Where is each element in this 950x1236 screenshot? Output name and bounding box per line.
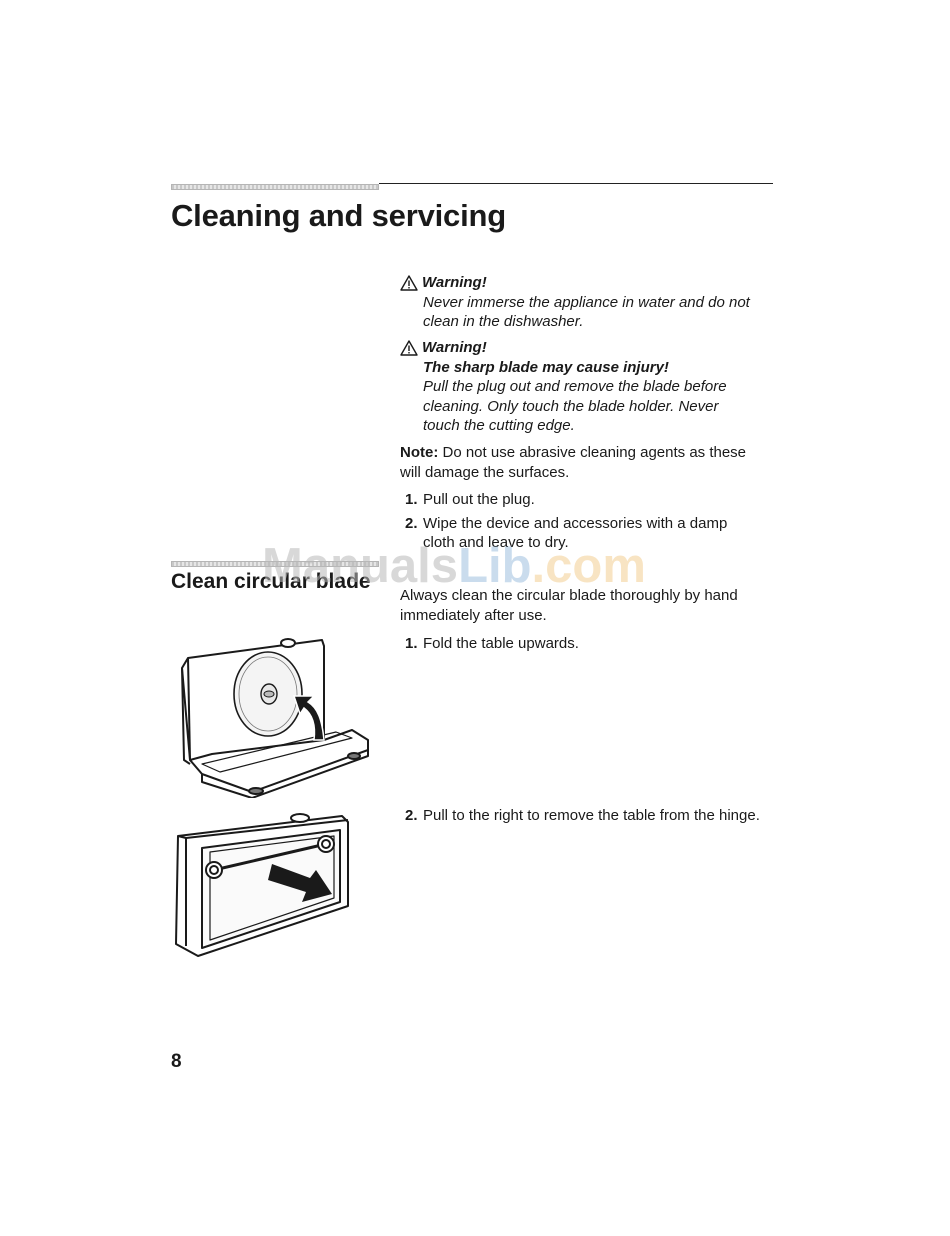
- warning-heading: Warning!: [400, 273, 778, 293]
- list-item: 1. Pull out the plug.: [400, 490, 778, 510]
- title-rule-line: [379, 183, 773, 184]
- section-rule-bar: [171, 561, 379, 567]
- step-text: Fold the table upwards.: [423, 635, 579, 652]
- list-item: 2. Wipe the device and accessories with …: [400, 514, 778, 553]
- page-title: Cleaning and servicing: [171, 198, 506, 233]
- warning-triangle-icon: [400, 275, 418, 291]
- step-number: 2.: [405, 807, 418, 824]
- warning-block-2: Warning! The sharp blade may cause injur…: [400, 338, 778, 436]
- step-text: Pull out the plug.: [423, 491, 535, 508]
- step-number: 1.: [405, 491, 418, 508]
- step-number: 2.: [405, 514, 418, 532]
- section-title: Clean circular blade: [171, 570, 371, 593]
- blade-step-2: 2. Pull to the right to remove the table…: [400, 806, 790, 826]
- watermark: ManualsLib.com: [262, 539, 646, 593]
- slicer-remove-table-illustration: [175, 813, 349, 957]
- section-intro: Always clean the circular blade thorough…: [400, 587, 738, 624]
- step-number: 1.: [405, 635, 418, 652]
- warning-text-line: clean in the dishwasher.: [423, 313, 584, 330]
- title-rule-bar: [171, 184, 379, 190]
- cleaning-steps-list: 1. Pull out the plug. 2. Wipe the device…: [400, 490, 778, 553]
- step-text: cloth and leave to dry.: [423, 534, 569, 551]
- slicer-fold-table-illustration: [181, 638, 369, 798]
- step-text: Wipe the device and accessories with a d…: [423, 514, 728, 532]
- warning-block-1: Warning! Never immerse the appliance in …: [400, 273, 778, 332]
- warning-text-line: cleaning. Only touch the blade holder. N…: [423, 397, 719, 415]
- warning-subheading: The sharp blade may cause injury!: [423, 358, 669, 376]
- note-label: Note:: [400, 444, 439, 461]
- warning-text-line: Never immerse the appliance in water and…: [423, 293, 750, 311]
- warning-heading: Warning!: [400, 338, 778, 358]
- step-text: Pull to the right to remove the table fr…: [423, 807, 760, 824]
- warning-text-line: touch the cutting edge.: [423, 417, 575, 434]
- note-text: Do not use abrasive cleaning agents as t…: [438, 444, 747, 461]
- warning-text-line: Pull the plug out and remove the blade b…: [423, 378, 727, 395]
- note-text: will damage the surfaces.: [400, 463, 570, 481]
- page-number: 8: [171, 1051, 182, 1072]
- blade-step-1: 1. Fold the table upwards.: [400, 634, 778, 654]
- warning-triangle-icon: [400, 340, 418, 356]
- note-block: Note: Do not use abrasive cleaning agent…: [400, 443, 778, 482]
